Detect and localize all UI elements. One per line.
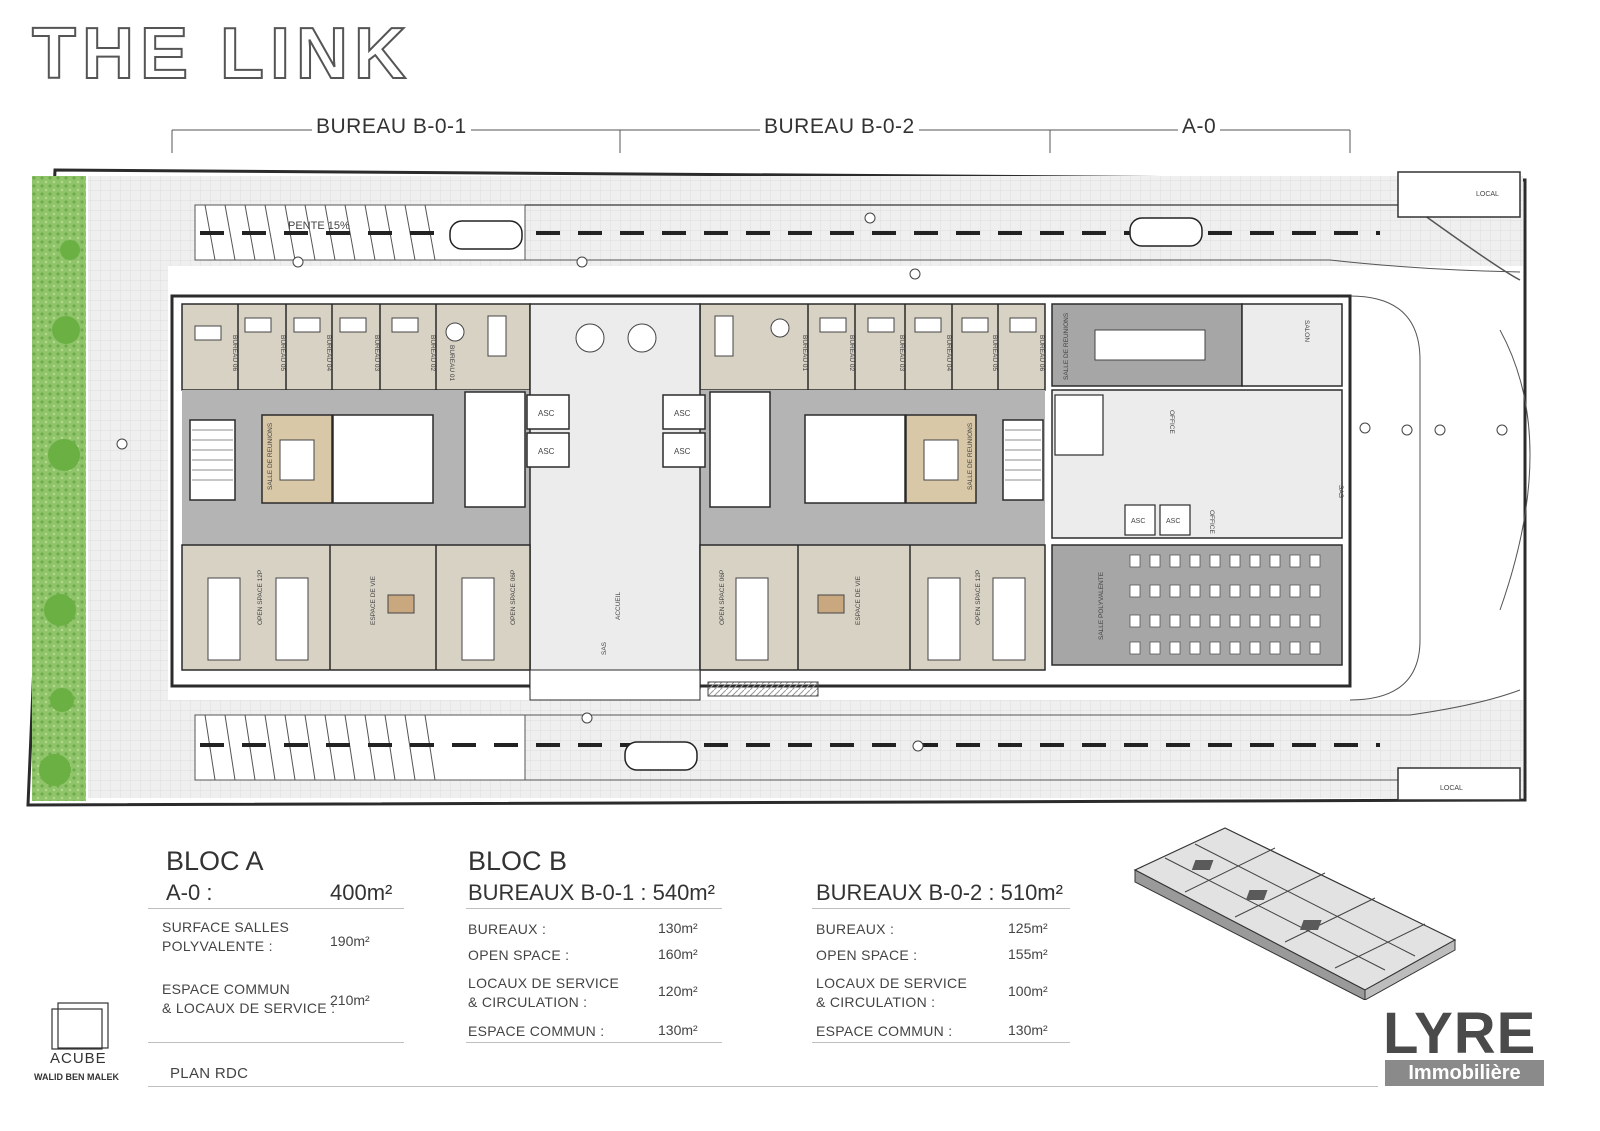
bloc-a-row-label: SURFACE SALLES POLYVALENTE : bbox=[162, 919, 290, 954]
elevator bbox=[662, 432, 706, 468]
room-label: ESPACE DE VIE bbox=[855, 575, 862, 625]
bloc-a-sub-label: A-0 : bbox=[166, 880, 213, 905]
room-label: BUREAU 03 bbox=[373, 335, 380, 372]
ramp-slope-label: PENTE 15% bbox=[288, 220, 350, 232]
room-label: OFFICE bbox=[1168, 410, 1175, 434]
elevator bbox=[662, 394, 706, 430]
svg-text:LOCAL: LOCAL bbox=[1440, 785, 1463, 792]
room-label: SALLE DE REUNIONS bbox=[1063, 312, 1070, 380]
b01-row-value: 130m² bbox=[658, 920, 698, 936]
sanitary-a bbox=[332, 414, 434, 504]
floor-plan: PENTE 15% LOCAL LOCAL bbox=[26, 168, 1531, 807]
b01-row-value: 130m² bbox=[658, 1022, 698, 1038]
elevator bbox=[1159, 504, 1191, 536]
room-label: BUREAU 01 bbox=[801, 335, 808, 372]
b02-row-label: LOCAUX DE SERVICE & CIRCULATION : bbox=[816, 975, 968, 1010]
svg-text:LOCAL: LOCAL bbox=[1476, 191, 1499, 198]
bloc-b01-sub: BUREAUX B-0-1 : 540m² bbox=[468, 880, 715, 905]
room-label: OPEN SPACE 06P bbox=[510, 570, 517, 625]
svg-text:ASC: ASC bbox=[674, 447, 691, 456]
room-label: BUREAU 04 bbox=[945, 335, 952, 372]
b02-row-label: OPEN SPACE : bbox=[816, 947, 918, 963]
b01-row-label: LOCAUX DE SERVICE & CIRCULATION : bbox=[468, 975, 620, 1010]
lyre-brand: LYRE bbox=[1383, 1001, 1537, 1066]
acube-brand: ACUBE bbox=[50, 1050, 107, 1067]
room-label: SALON bbox=[1303, 320, 1310, 342]
room-label: SALLE DE REUNIONS bbox=[267, 422, 274, 490]
b02-row-value: 155m² bbox=[1008, 946, 1048, 962]
svg-text:ASC: ASC bbox=[538, 409, 555, 418]
room-label: BUREAU 01 bbox=[448, 345, 455, 382]
stairs-lobby-a bbox=[464, 391, 526, 508]
plan-label: PLAN RDC bbox=[170, 1065, 249, 1082]
sanitary-b bbox=[804, 414, 906, 504]
svg-text:ASC: ASC bbox=[1166, 518, 1180, 525]
bloc-b02-sub: BUREAUX B-0-2 : 510m² bbox=[816, 880, 1063, 905]
room-label: BUREAU 02 bbox=[429, 335, 436, 372]
b01-row-value: 160m² bbox=[658, 946, 698, 962]
central-lobby bbox=[529, 303, 701, 689]
room-label: SALLE POLYVALENTE bbox=[1098, 571, 1105, 640]
ramp-bottom bbox=[194, 714, 526, 781]
b02-row-value: 100m² bbox=[1008, 983, 1048, 999]
entrance bbox=[529, 669, 701, 701]
acube-logo-icon bbox=[51, 1002, 109, 1050]
room-label: BUREAU 05 bbox=[279, 335, 286, 372]
shrubs bbox=[39, 240, 80, 786]
room-label: OPEN SPACE 12P bbox=[257, 570, 264, 625]
b02-row-value: 125m² bbox=[1008, 920, 1048, 936]
room-label: BUREAU 02 bbox=[848, 335, 855, 372]
svg-text:ASC: ASC bbox=[674, 409, 691, 418]
bloc-a-sub-value: 400m² bbox=[330, 880, 393, 905]
elevator bbox=[526, 394, 570, 430]
bloc-a-heading: BLOC A bbox=[166, 846, 264, 876]
section-label-b02: BUREAU B-0-2 bbox=[760, 115, 919, 139]
room-label: ACCUEIL bbox=[615, 591, 622, 620]
stairs-lobby-b bbox=[709, 391, 771, 508]
b01-row-label: BUREAUX : bbox=[468, 921, 547, 937]
local-bottom bbox=[1397, 767, 1521, 801]
local-top bbox=[1397, 171, 1521, 218]
room-label: OPEN SPACE 12P bbox=[975, 570, 982, 625]
room-label: SALLE DE REUNIONS bbox=[967, 422, 974, 490]
b02-row-label: BUREAUX : bbox=[816, 921, 895, 937]
lyre-sub: Immobilière bbox=[1385, 1060, 1544, 1086]
entrance-steps bbox=[707, 681, 819, 697]
b02-row-value: 130m² bbox=[1008, 1022, 1048, 1038]
room-label: BUREAU 04 bbox=[325, 335, 332, 372]
room-label: BUREAU 05 bbox=[991, 335, 998, 372]
bloc-a-row-label: ESPACE COMMUN & LOCAUX DE SERVICE : bbox=[162, 981, 336, 1016]
isometric-view bbox=[1133, 827, 1457, 1000]
room-label: OFFICE bbox=[1208, 510, 1215, 534]
room-label: BUREAU 06 bbox=[1038, 335, 1045, 372]
b01-row-value: 120m² bbox=[658, 983, 698, 999]
project-title-text: THE LINK bbox=[32, 18, 412, 88]
section-label-b01: BUREAU B-0-1 bbox=[312, 115, 471, 139]
b01-row-label: OPEN SPACE : bbox=[468, 947, 570, 963]
room-label: SAS bbox=[601, 641, 608, 655]
elevator bbox=[526, 432, 570, 468]
car-icon bbox=[449, 217, 1203, 771]
stair-a0 bbox=[1054, 394, 1104, 456]
acube-author: WALID BEN MALEK bbox=[34, 1072, 119, 1082]
b01-row-label: ESPACE COMMUN : bbox=[468, 1023, 605, 1039]
svg-text:ASC: ASC bbox=[1131, 518, 1145, 525]
b02-row-label: ESPACE COMMUN : bbox=[816, 1023, 953, 1039]
elevator bbox=[1124, 504, 1156, 536]
project-title: THE LINK bbox=[31, 18, 412, 88]
room-label: BUREAU 03 bbox=[898, 335, 905, 372]
bloc-b-heading: BLOC B bbox=[468, 846, 568, 876]
room-label: SAS bbox=[1337, 485, 1344, 499]
section-label-a0: A-0 bbox=[1178, 115, 1221, 139]
room-label: OPEN SPACE 06P bbox=[719, 570, 726, 625]
room-label: ESPACE DE VIE bbox=[370, 575, 377, 625]
svg-text:ASC: ASC bbox=[538, 447, 555, 456]
bloc-a-row-value: 210m² bbox=[330, 992, 370, 1008]
salon bbox=[1241, 303, 1343, 387]
bloc-a-row-value: 190m² bbox=[330, 933, 370, 949]
room-label: BUREAU 06 bbox=[231, 335, 238, 372]
